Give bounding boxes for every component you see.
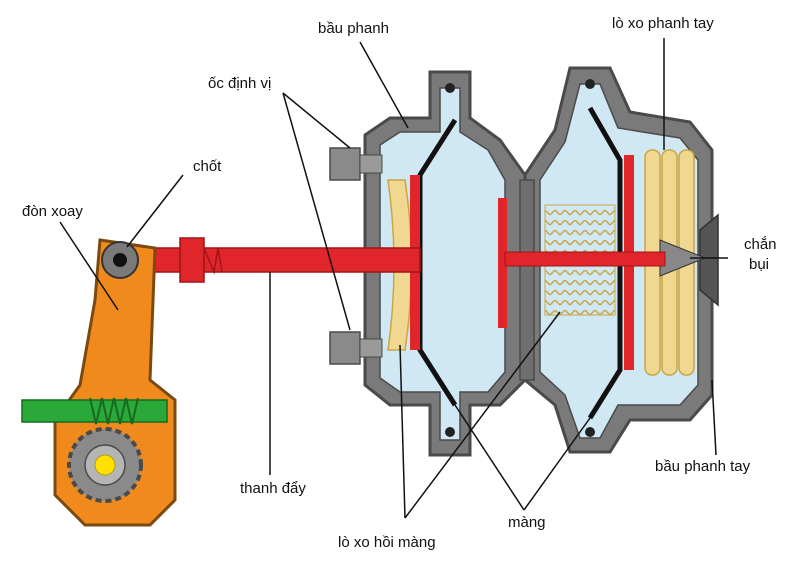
label-chan-bui-line1: chắn bbox=[744, 236, 777, 253]
mount-hole-bottom-left bbox=[445, 427, 455, 437]
label-mang: màng bbox=[508, 514, 546, 531]
label-oc-dinh-vi: ốc định vị bbox=[208, 75, 272, 92]
label-thanh-day: thanh đẩy bbox=[240, 480, 306, 497]
worm-shaft bbox=[21, 397, 168, 425]
push-rod bbox=[119, 247, 421, 273]
center-partition bbox=[519, 179, 535, 381]
label-chan-bui-line2: bụi bbox=[749, 256, 770, 273]
label-lo-xo-phanh-tay: lò xo phanh tay bbox=[612, 15, 714, 32]
label-lo-xo-hoi-mang: lò xo hồi màng bbox=[338, 534, 436, 551]
mount-hole-bottom-right bbox=[585, 427, 595, 437]
rod-nut bbox=[179, 237, 205, 283]
label-bau-phanh: bầu phanh bbox=[318, 20, 389, 37]
dust-cover bbox=[699, 213, 719, 307]
locating-bolt-bottom bbox=[329, 331, 383, 365]
label-don-xoay: đòn xoay bbox=[22, 203, 83, 220]
label-chot: chốt bbox=[193, 158, 222, 175]
pressure-plate-middle bbox=[498, 198, 507, 328]
label-bau-phanh-tay: bầu phanh tay bbox=[655, 458, 751, 475]
pin-icon bbox=[113, 253, 127, 267]
mount-hole-top-left bbox=[445, 83, 455, 93]
mount-hole-top-right bbox=[585, 79, 595, 89]
locating-bolt-top bbox=[329, 147, 383, 181]
inner-rod bbox=[504, 251, 666, 267]
leader-lines bbox=[59, 38, 728, 519]
gear bbox=[67, 427, 143, 503]
